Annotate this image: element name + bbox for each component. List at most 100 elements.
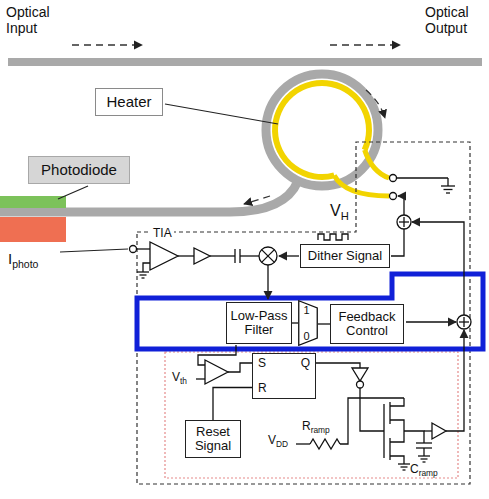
circuit-wire xyxy=(441,185,455,186)
circuit-wire xyxy=(234,249,235,263)
pin-label: S xyxy=(258,357,266,370)
reset-box: Reset Signal xyxy=(185,420,241,458)
circuit-wire xyxy=(391,229,404,256)
circuit-wire xyxy=(423,461,426,462)
circuit-wire xyxy=(262,250,275,263)
filter-box: Low-Pass Filter xyxy=(226,302,292,344)
circuit-wire xyxy=(178,255,194,256)
ring-resonator xyxy=(266,74,378,186)
circuit-wire xyxy=(463,317,464,327)
pin-label: 0 xyxy=(303,330,309,342)
circuit-wire xyxy=(267,265,268,299)
circuit-wire xyxy=(140,274,147,275)
circuit-wire xyxy=(296,443,310,444)
circuit-wire xyxy=(403,469,406,470)
circuit-wire xyxy=(447,178,448,186)
circuit-wire xyxy=(143,263,150,272)
dither-box: Dither Signal xyxy=(300,244,390,268)
label-group: Cramp xyxy=(410,463,438,479)
circuit-wire xyxy=(198,345,236,365)
leader-line xyxy=(165,104,278,124)
circuit-wire xyxy=(357,381,364,388)
leader-line xyxy=(58,186,88,199)
subscript: th xyxy=(180,376,187,386)
circuit-wire xyxy=(397,177,449,178)
signal-label: Optical Output xyxy=(425,4,469,36)
circuit-wire xyxy=(446,330,464,431)
circuit-wire xyxy=(279,255,299,256)
circuit-wire xyxy=(423,448,424,456)
photodiode-symbol xyxy=(0,196,66,208)
circuit-wire xyxy=(228,363,252,372)
light-direction-arrow xyxy=(244,196,270,204)
sr-latch: SQR xyxy=(252,353,316,399)
signal-label: R xyxy=(302,419,311,433)
circuit-wire xyxy=(390,456,404,464)
light-direction-arrow xyxy=(366,90,385,118)
circuit-wire xyxy=(418,455,430,456)
signal-wire xyxy=(318,323,330,324)
subscript: photo xyxy=(12,258,38,270)
circuit-wire xyxy=(404,431,424,443)
heater-symbol xyxy=(334,175,389,196)
circuit-boundary xyxy=(137,142,470,484)
highlight-outline xyxy=(137,274,483,349)
box-label: Heater xyxy=(106,94,151,111)
heater-symbol xyxy=(365,150,389,178)
circuit-wire xyxy=(389,402,390,424)
box-label: Dither Signal xyxy=(308,249,382,263)
subscript: ramp xyxy=(419,468,438,478)
mux-symbol: 10 xyxy=(298,300,318,346)
control-box: Feedback Control xyxy=(330,304,404,344)
callout-box: Heater xyxy=(95,88,163,116)
circuit-wire xyxy=(194,248,210,264)
subscript: H xyxy=(341,210,349,222)
box-label: Low-Pass Filter xyxy=(230,309,288,338)
circuit-wire xyxy=(310,439,340,449)
photodiode-symbol xyxy=(0,196,66,242)
circuit-wire xyxy=(416,442,432,443)
waveguide xyxy=(0,58,482,212)
label-group: Iphoto xyxy=(8,250,38,270)
circuit-wire xyxy=(398,463,410,464)
circuit-wire xyxy=(457,315,471,329)
label-group: Vth xyxy=(172,371,187,387)
box-label: Photodiode xyxy=(41,162,117,179)
label-group: Optical Input xyxy=(6,4,70,36)
light-direction-arrow xyxy=(330,44,400,45)
circuit-wire xyxy=(397,215,411,229)
drop-waveguide xyxy=(0,181,298,212)
circuit-wire xyxy=(412,222,464,315)
signal-label: C xyxy=(410,462,419,476)
signal-label: TIA xyxy=(153,226,172,240)
circuit-wire xyxy=(446,192,450,193)
circuit-wire xyxy=(318,234,348,240)
circuit-wire xyxy=(210,255,235,256)
circuit-wire xyxy=(340,398,404,444)
circuit-wire xyxy=(421,458,428,459)
circuit-wire xyxy=(390,398,404,406)
heater-symbol xyxy=(275,83,389,196)
circuit-wire xyxy=(398,196,404,215)
circuit-wire xyxy=(259,247,277,265)
signal-wire xyxy=(292,322,298,323)
circuit-wire xyxy=(406,321,456,322)
pin-label: Q xyxy=(301,357,310,370)
circuit-wire xyxy=(205,360,228,384)
signal-label: I xyxy=(8,250,12,267)
subscript: DD xyxy=(276,439,288,449)
signal-label: Optical Input xyxy=(6,4,50,36)
circuit-boundary xyxy=(165,352,458,478)
circuit-wire xyxy=(424,430,432,431)
signal-label: V xyxy=(268,433,276,447)
bus-waveguide xyxy=(8,58,482,66)
circuit-wire xyxy=(390,175,397,182)
circuit-wire xyxy=(316,363,360,368)
circuit-wire xyxy=(196,378,205,379)
circuit-wire xyxy=(137,271,149,272)
circuit-wire xyxy=(130,175,472,471)
label-group: Rramp xyxy=(302,420,330,436)
